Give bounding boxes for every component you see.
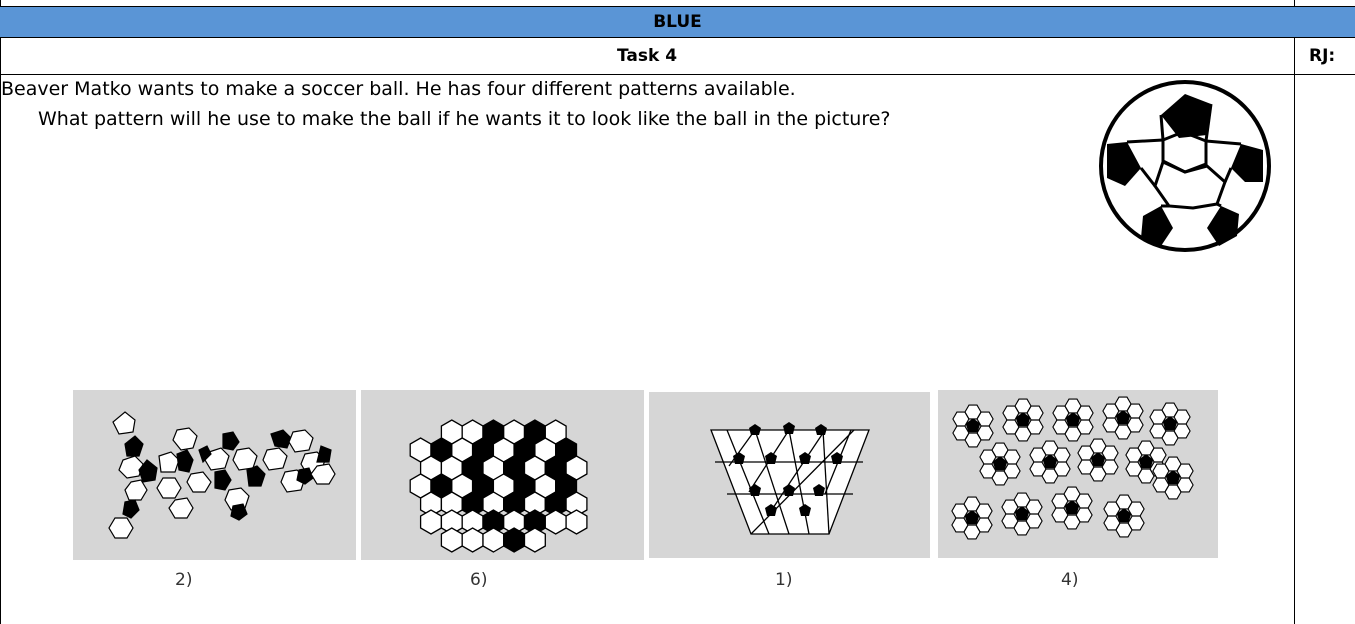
hex-cell: [1078, 460, 1094, 474]
hex-cell: [483, 528, 504, 552]
hex-cell: [441, 528, 462, 552]
hex-cell: [566, 510, 587, 534]
pattern-option-2-image[interactable]: [73, 390, 356, 560]
task-row-bottom-line: [0, 74, 1355, 75]
option-label-6: 6): [470, 570, 487, 590]
hex-cell: [421, 510, 442, 534]
hex-cell: [545, 510, 566, 534]
question-line-1: Beaver Matko wants to make a soccer ball…: [1, 78, 796, 100]
group-color-header: BLUE: [0, 7, 1355, 37]
pattern-option-6-image[interactable]: [361, 390, 644, 560]
hex-cell: [1052, 508, 1068, 522]
column-divider-line: [1294, 38, 1295, 624]
hex-cell: [1126, 462, 1142, 476]
hex-cell: [504, 528, 525, 552]
hex-cell: [1030, 462, 1046, 476]
pattern-option-4-image[interactable]: [938, 390, 1218, 558]
hex-cell: [1053, 420, 1069, 434]
hex-cell: [1153, 478, 1169, 492]
hex-cell: [1103, 418, 1119, 432]
hex-cell: [953, 426, 969, 440]
hex-cell: [980, 464, 996, 478]
pattern-option-1-image[interactable]: [649, 392, 930, 558]
hex-cell: [952, 518, 968, 532]
rj-label: RJ:: [1309, 38, 1335, 74]
hex-cell: [1003, 420, 1019, 434]
hex-cell: [462, 528, 483, 552]
hex-cell: [1150, 424, 1166, 438]
question-line-2: What pattern will he use to make the bal…: [38, 106, 998, 133]
option-label-1: 1): [775, 570, 792, 590]
hex-cell: [525, 528, 546, 552]
soccer-ball-icon: [1097, 78, 1273, 258]
option-label-2: 2): [175, 570, 192, 590]
task-title: Task 4: [0, 38, 1294, 74]
hex-cell: [1002, 514, 1018, 528]
hex-cell: [1104, 516, 1120, 530]
option-label-4: 4): [1061, 570, 1078, 590]
top-divider-stub: [1294, 0, 1295, 7]
